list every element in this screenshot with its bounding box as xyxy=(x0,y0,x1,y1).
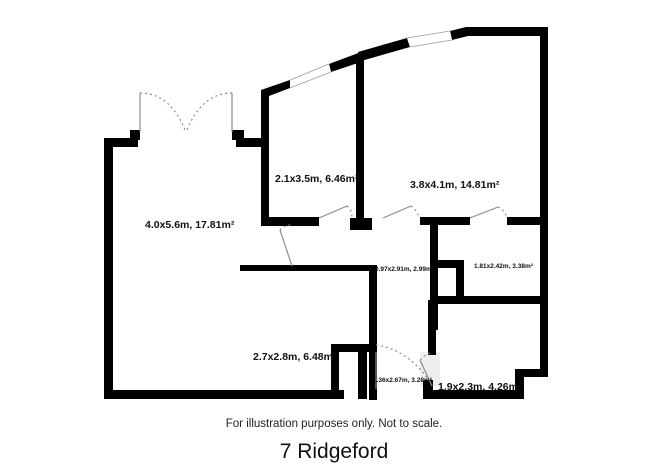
wall-living-top-left-step xyxy=(130,130,140,140)
wall-bedroom-small-bottom xyxy=(261,217,319,226)
door-bedroom-small[interactable] xyxy=(318,205,348,219)
wall-top-slant-4 xyxy=(450,27,548,40)
entrance-shade xyxy=(420,352,440,386)
wall-kitchen-step-down xyxy=(331,344,339,399)
wall-top-slant-2 xyxy=(329,52,364,72)
wall-bedroom-large-bottom-1 xyxy=(420,217,470,225)
room-label-bedroom-small: 2.1x3.5m, 6.46m² xyxy=(275,173,359,185)
wall-bedroom-large-bottom-2 xyxy=(507,217,542,225)
door-french-left-swing xyxy=(139,92,186,131)
door-bedroom-small-swing xyxy=(346,205,353,219)
room-label-kitchen: 2.7x2.8m, 6.48m² xyxy=(253,351,337,363)
door-entrance[interactable] xyxy=(419,359,433,387)
wall-kitchen-step xyxy=(331,344,377,352)
room-label-living: 4.0x5.6m, 17.81m² xyxy=(145,219,235,231)
wall-bathroom-bottom xyxy=(430,296,545,304)
wall-right xyxy=(540,27,548,377)
property-title: 7 Ridgeford xyxy=(279,440,389,463)
room-label-bathroom: 1.81x2.42m, 3.38m² xyxy=(474,263,534,270)
wall-living-top-right xyxy=(236,138,268,147)
wall-bathroom-notch-top xyxy=(430,260,462,268)
door-bedroom-large[interactable] xyxy=(382,205,412,219)
door-bathroom-swing xyxy=(497,206,508,219)
window-bedroom-large xyxy=(407,31,452,47)
door-french-right-swing xyxy=(186,92,233,131)
wall-kitchen-top xyxy=(240,265,376,271)
wall-utility-bottom-left xyxy=(423,380,433,399)
wall-bathroom-left xyxy=(430,220,438,330)
wall-bedroom-divider-foot xyxy=(350,218,372,230)
wall-living-left xyxy=(104,138,113,398)
wall-bathroom-notch-right xyxy=(456,260,464,300)
wall-bottom-left xyxy=(104,390,344,399)
door-living[interactable] xyxy=(279,229,293,267)
wall-entrance-left xyxy=(358,344,367,399)
wall-top-slant-3 xyxy=(358,38,410,61)
wall-bottom-right xyxy=(423,390,524,399)
room-label-utility: 1.9x2.3m, 4.26m² xyxy=(438,381,522,393)
wall-living-top-right-step xyxy=(232,130,244,140)
wall-living-top-left xyxy=(104,138,138,147)
door-bedroom-large-swing xyxy=(410,205,420,219)
door-utility-swing xyxy=(419,351,433,361)
room-label-bedroom-large: 3.8x4.1m, 14.81m² xyxy=(410,179,500,191)
door-bathroom[interactable] xyxy=(469,206,499,219)
wall-right-step-down xyxy=(515,369,524,399)
wall-top-slant-1 xyxy=(261,80,290,96)
room-label-hallway: 0.97x2.91m, 2.99m² xyxy=(375,266,435,273)
disclaimer-text: For illustration purposes only. Not to s… xyxy=(225,418,443,430)
wall-bedroom-small-left xyxy=(261,90,269,225)
door-entrance-swing xyxy=(375,344,433,386)
wall-kitchen-right xyxy=(369,265,377,400)
room-label-entrance: 1.36x2.67m, 3.28m² xyxy=(373,377,433,384)
window-bedroom-small xyxy=(290,64,331,88)
wall-right-step xyxy=(523,369,548,377)
door-living-swing xyxy=(279,224,291,231)
wall-bedroom-divider xyxy=(356,56,364,226)
wall-utility-left xyxy=(428,300,436,355)
